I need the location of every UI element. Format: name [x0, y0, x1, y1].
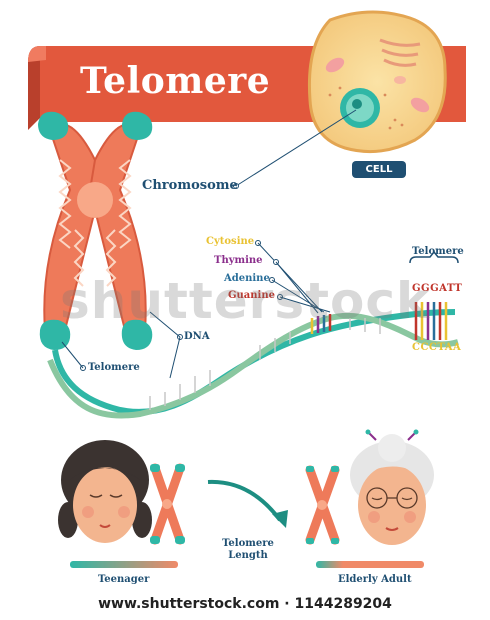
dna-label: DNA [184, 331, 210, 342]
elderly-face [350, 429, 434, 545]
chromosome-label: Chromosome [142, 178, 238, 193]
leader-lines [61, 109, 357, 379]
chromosome-illustration [38, 111, 153, 350]
sequence-bottom: CCCTAA [412, 342, 462, 353]
dna-helix [47, 250, 459, 419]
footer-bar [0, 586, 490, 620]
cell-illustration [307, 10, 447, 154]
cytosine-label: Cytosine [206, 236, 255, 247]
elderly-label: Elderly Adult [338, 574, 412, 585]
elderly-telomere-bar [316, 561, 424, 568]
sequence-top: GGGATT [412, 283, 463, 294]
footer-text: www.shutterstock.com · 1144289204 [98, 596, 392, 612]
teenager-face [58, 440, 152, 543]
elderly-chromosome [305, 465, 340, 545]
teen-chromosome [150, 463, 185, 545]
telomere-length-label-line1: Telomere [222, 538, 274, 549]
telomere-label-left: Telomere [88, 362, 140, 373]
telomere-label-top: Telomere [412, 246, 464, 257]
length-arrow [207, 479, 282, 522]
cell-label: CELL [352, 161, 406, 178]
thymine-label: Thymine [214, 255, 263, 266]
page-title: Telomere [80, 60, 271, 102]
guanine-label: Guanine [228, 290, 275, 301]
teenager-label: Teenager [98, 574, 150, 585]
adenine-label: Adenine [224, 273, 270, 284]
telomere-length-label-line2: Length [228, 550, 268, 561]
teen-telomere-bar [70, 561, 178, 568]
watermark: shutterstock [60, 272, 431, 330]
